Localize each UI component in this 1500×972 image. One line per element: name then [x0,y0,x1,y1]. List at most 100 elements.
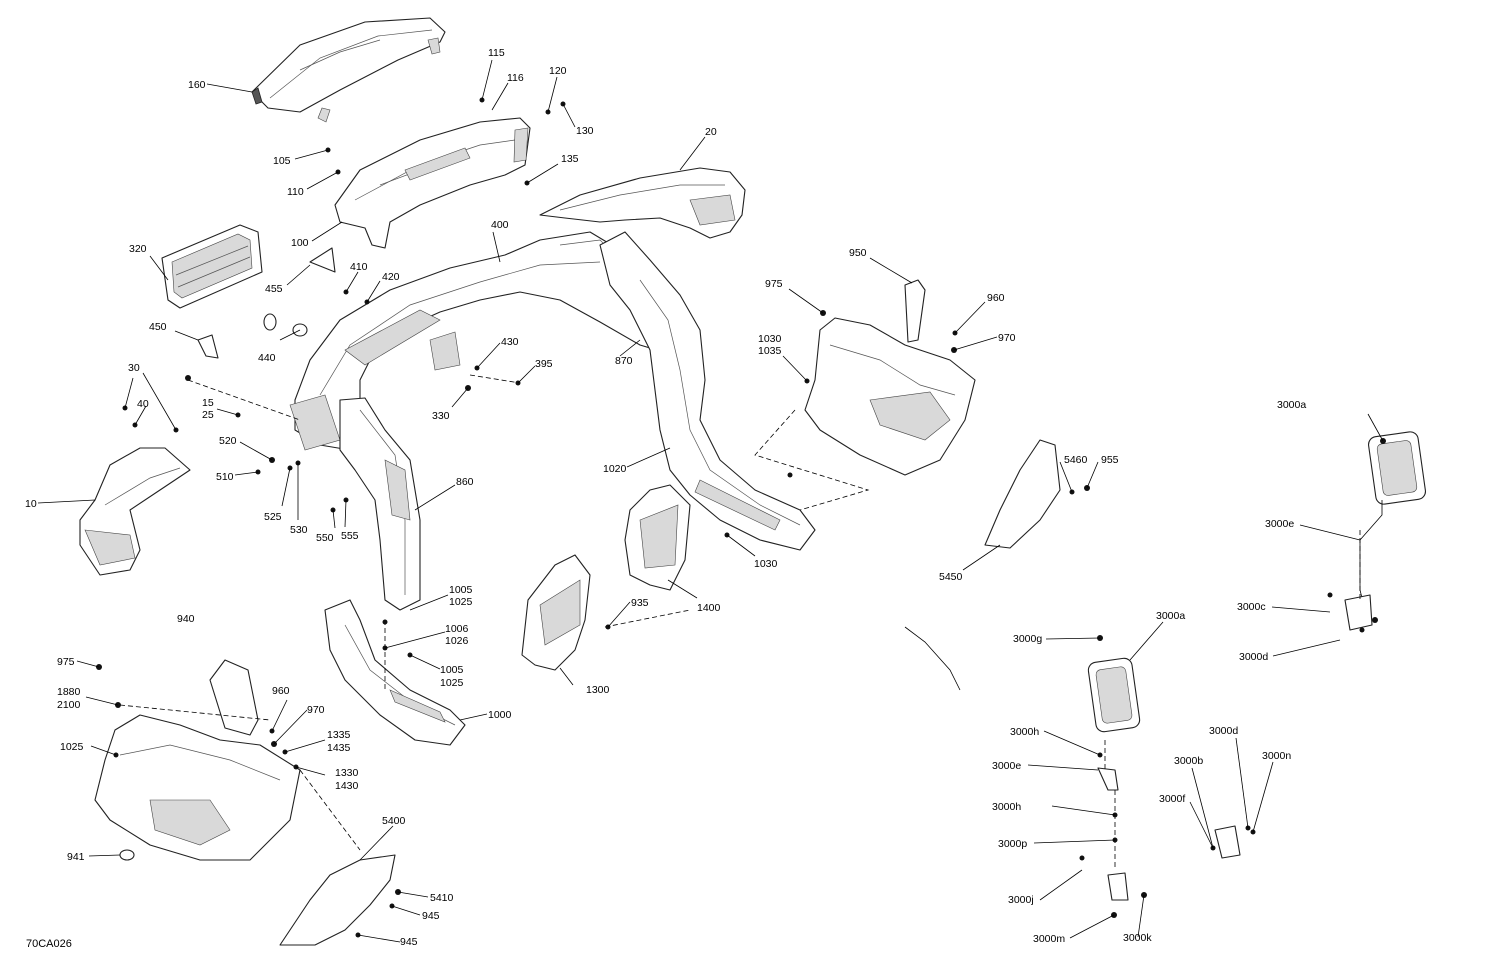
callout-40: 40 [137,398,149,410]
callout-975-upper: 975 [765,278,783,290]
callout-550: 550 [316,532,334,544]
callout-1030-lower: 1030 [754,558,778,570]
callout-440: 440 [258,352,276,364]
callout-555: 555 [341,530,359,542]
callout-970-upper: 970 [998,332,1016,344]
callout-3000b: 3000b [1174,755,1203,767]
callout-1435: 1435 [327,742,351,754]
part-940-left-fender [94,659,301,861]
callout-860: 860 [456,476,474,488]
callout-955: 955 [1101,454,1119,466]
part-950-right-fender [804,279,976,476]
callout-3000g: 3000g [1013,633,1042,645]
part-320-grille [161,224,263,309]
part-455-clip [309,247,336,273]
callout-941: 941 [67,851,85,863]
callout-105: 105 [273,155,291,167]
callout-120: 120 [549,65,567,77]
callout-3000p: 3000p [998,838,1027,850]
callout-960-lower: 960 [272,685,290,697]
callout-320: 320 [129,243,147,255]
callout-1335: 1335 [327,729,351,741]
callout-100: 100 [291,237,309,249]
callout-10: 10 [25,498,37,510]
callout-15: 15 [202,397,214,409]
part-860-left-support [339,397,421,611]
callout-940: 940 [177,613,195,625]
callout-420: 420 [382,271,400,283]
callout-1000: 1000 [488,709,512,721]
callout-1025-left: 1025 [60,741,84,753]
callout-116: 116 [507,72,524,84]
part-440-grommet [263,313,277,331]
callout-3000m: 3000m [1033,933,1065,945]
callout-975-lower: 975 [57,656,75,668]
callout-3000k: 3000k [1123,932,1152,944]
callout-410: 410 [350,261,368,273]
callout-3000h-upper: 3000h [1010,726,1039,738]
callout-525: 525 [264,511,282,523]
callout-1300: 1300 [586,684,610,696]
callout-1400: 1400 [697,602,721,614]
callout-3000f: 3000f [1159,793,1185,805]
part-1400-center-panel [624,484,691,591]
callout-5410: 5410 [430,892,454,904]
callout-1430: 1430 [335,780,359,792]
callout-530: 530 [290,524,308,536]
part-5450-deflector [984,439,1061,549]
callout-3000h-lower: 3000h [992,801,1021,813]
callout-510: 510 [216,471,234,483]
callout-945-upper: 945 [422,910,440,922]
leader-lines [37,59,1384,943]
part-10-side-panel [79,447,191,576]
callout-950: 950 [849,247,867,259]
callout-110: 110 [287,186,304,198]
callout-20: 20 [705,126,717,138]
callout-400: 400 [491,219,509,231]
callout-330: 330 [432,410,450,422]
callout-3000n: 3000n [1262,750,1291,762]
callout-135: 135 [561,153,579,165]
callout-30: 30 [128,362,140,374]
callout-1030-upper: 1030 [758,333,782,345]
part-20-dash-panel [539,167,746,239]
callout-1025-lower: 1025 [440,677,464,689]
callout-130: 130 [576,125,594,137]
callout-5450: 5450 [939,571,963,583]
callout-1026: 1026 [445,635,469,647]
callout-5400: 5400 [382,815,406,827]
part-1300-lower-panel [521,554,591,671]
callout-3000c: 3000c [1237,601,1266,613]
callout-1880: 1880 [57,686,81,698]
part-5400-deflector [279,854,396,946]
part-160-top-cover [251,17,446,123]
callout-5460: 5460 [1064,454,1088,466]
callout-160: 160 [188,79,206,91]
callout-1035: 1035 [758,345,782,357]
callout-labels: 160 115 116 120 130 20 105 135 110 100 4… [25,47,1306,948]
part-941-plug [119,849,135,861]
callout-1005-lower: 1005 [440,664,464,676]
assembly-lines [119,374,1361,870]
callout-1025-upper: 1025 [449,596,473,608]
callout-3000a-lower: 3000a [1156,610,1185,622]
callout-1330: 1330 [335,767,359,779]
fasteners [96,97,1386,938]
part-450-clip [197,334,219,359]
callout-960-upper: 960 [987,292,1005,304]
callout-1006: 1006 [445,623,469,635]
part-3000a-mirror-lower [1087,657,1241,901]
callout-450: 450 [149,321,167,333]
callout-1005-upper: 1005 [449,584,473,596]
part-870-1020-right-support [599,231,816,551]
callout-430: 430 [501,336,519,348]
callout-870: 870 [615,355,633,367]
callout-115: 115 [488,47,505,59]
callout-1020: 1020 [603,463,627,475]
callout-970-lower: 970 [307,704,325,716]
part-3000a-mirror-upper [1344,431,1427,631]
callout-25: 25 [202,409,214,421]
callout-3000e-lower: 3000e [992,760,1021,772]
callout-3000d-upper: 3000d [1239,651,1268,663]
